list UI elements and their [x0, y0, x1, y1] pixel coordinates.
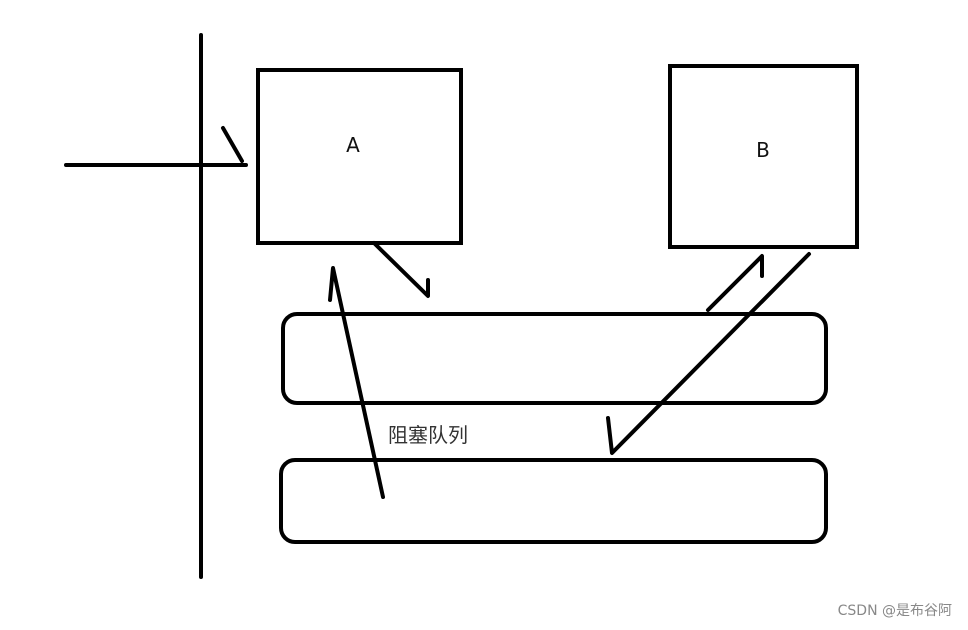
box-b: [668, 64, 859, 249]
queue-bar-top: [281, 312, 828, 405]
box-a: [256, 68, 463, 245]
queue-bar-bottom: [279, 458, 828, 544]
arrow-queue-to-b: [706, 254, 764, 312]
box-b-label: B: [756, 138, 770, 162]
input-arrow-tick: [221, 126, 244, 163]
arrow-a-to-queue: [372, 241, 430, 298]
blocking-queue-label: 阻塞队列: [388, 423, 468, 447]
box-a-label: A: [346, 133, 360, 157]
arrow-queue-to-a: [328, 266, 385, 499]
arrow-b-to-queue: [606, 252, 811, 455]
watermark-text: CSDN @是布谷阿: [837, 603, 952, 619]
